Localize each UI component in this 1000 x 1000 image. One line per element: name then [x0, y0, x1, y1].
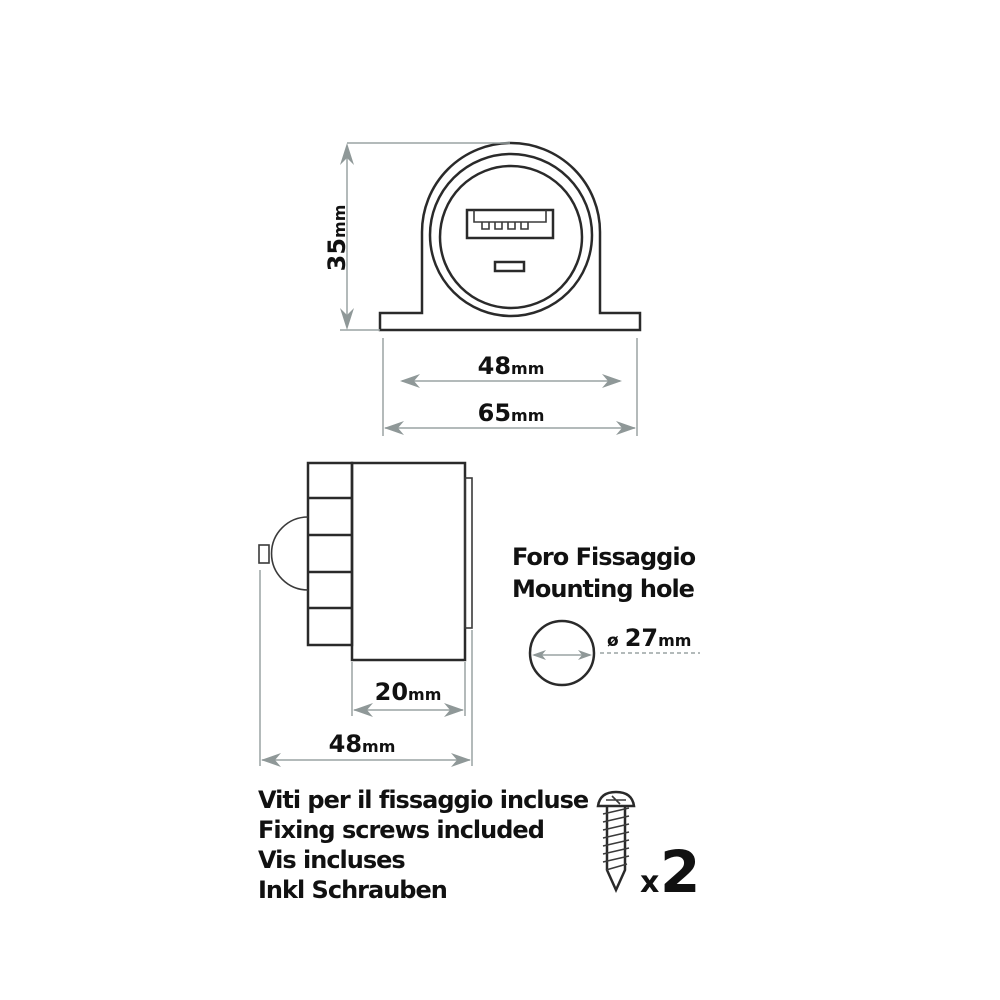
body-depth-value: 20 [375, 678, 408, 706]
body-depth-unit: mm [408, 685, 441, 704]
depth-dimensions: 20mm 48mm [259, 570, 473, 767]
width-dimensions: 48mm 65mm [382, 338, 638, 436]
screws-section: Viti per il fissaggio incluse Fixing scr… [258, 786, 700, 906]
multiplier-x: x [640, 865, 659, 900]
inner-width-unit: mm [511, 359, 544, 378]
usb-port-icon [465, 208, 555, 240]
hole-circle [528, 619, 596, 687]
svg-text:65mm: 65mm [478, 399, 545, 427]
svg-text:20mm: 20mm [375, 678, 442, 706]
hole-diameter-unit: mm [658, 631, 691, 650]
svg-text:48mm: 48mm [478, 352, 545, 380]
mounting-hole-section: Foro Fissaggio Mounting hole ø 27mm [512, 543, 700, 687]
multiplier-count: 2 [660, 838, 700, 906]
screws-line-it: Viti per il fissaggio incluse [258, 786, 589, 814]
front-view [378, 141, 642, 332]
mounting-hole-label-it: Foro Fissaggio [512, 543, 696, 571]
outer-width-value: 65 [478, 399, 511, 427]
screws-line-fr: Vis incluses [258, 846, 405, 874]
height-dimension: 35mm [323, 142, 510, 331]
height-unit: mm [330, 205, 349, 238]
height-value: 35 [323, 238, 351, 271]
mounting-hole-label-en: Mounting hole [512, 575, 695, 603]
inner-face [438, 164, 584, 310]
diameter-symbol: ø [607, 631, 619, 651]
housing-outline [378, 141, 642, 332]
outer-bezel [428, 152, 594, 318]
led-slot [493, 260, 526, 273]
side-view [258, 461, 473, 662]
total-depth-value: 48 [329, 730, 362, 758]
inner-width-value: 48 [478, 352, 511, 380]
screws-line-en: Fixing screws included [258, 816, 544, 844]
svg-text:35mm: 35mm [323, 205, 351, 272]
total-depth-unit: mm [362, 737, 395, 756]
svg-text:48mm: 48mm [329, 730, 396, 758]
hole-diameter-value: 27 [625, 624, 658, 652]
outer-width-unit: mm [511, 406, 544, 425]
screws-line-de: Inkl Schrauben [258, 876, 447, 904]
screw-icon [596, 790, 636, 894]
